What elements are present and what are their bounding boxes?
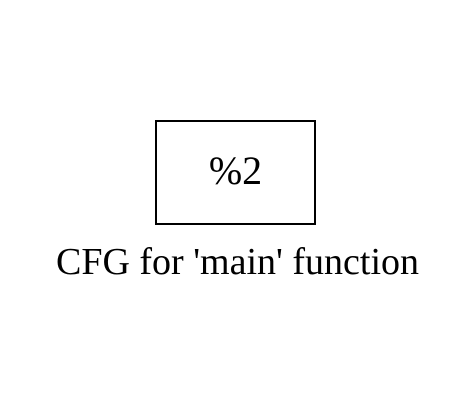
cfg-basic-block-node: %2 bbox=[155, 120, 316, 225]
cfg-basic-block-label: %2 bbox=[208, 147, 263, 193]
graph-caption: CFG for 'main' function bbox=[55, 241, 420, 283]
